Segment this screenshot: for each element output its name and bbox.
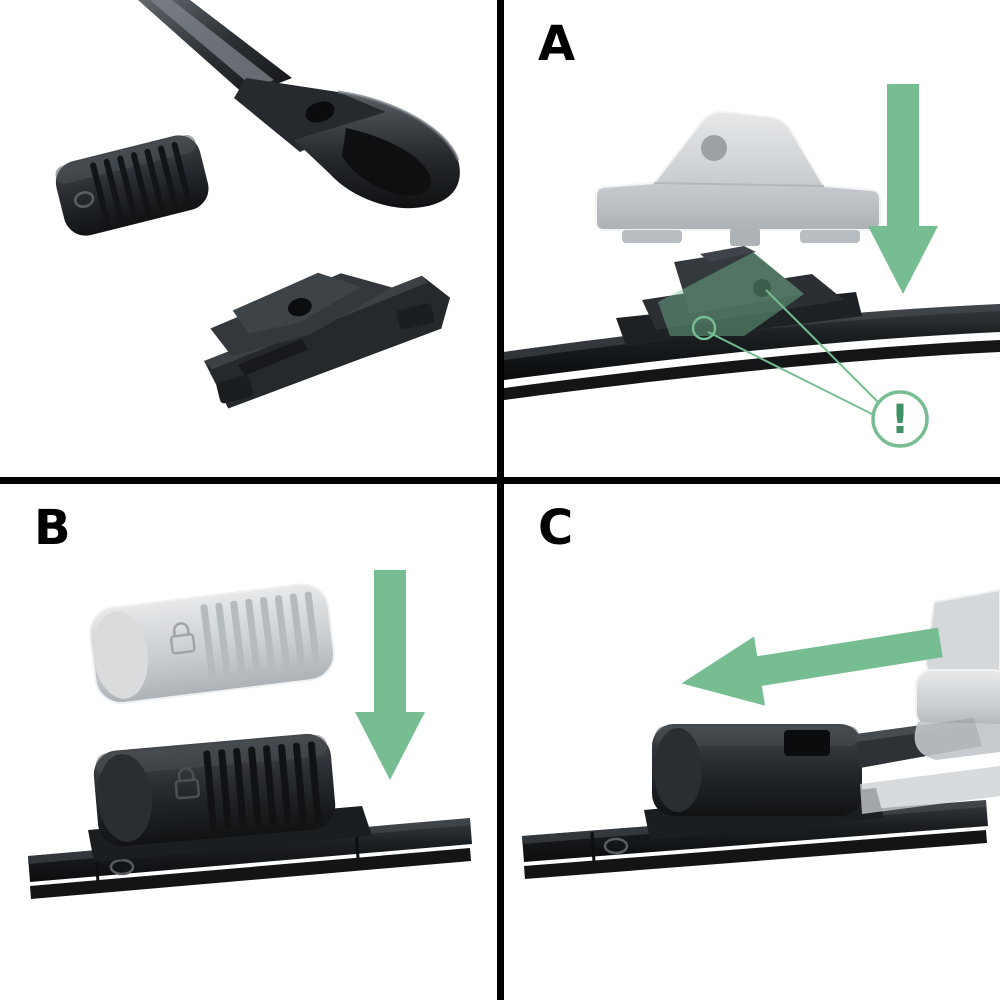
step-c-illustration <box>522 588 1000 879</box>
warning-mark: ! <box>891 397 909 443</box>
panel-step-c: C <box>504 484 1000 1000</box>
arrow-down-icon <box>355 570 425 780</box>
wiper-arm-hook-part <box>138 0 460 209</box>
lock-icon <box>174 767 201 800</box>
end-cap-part <box>55 135 209 236</box>
panel-step-a: A <box>504 0 1000 477</box>
horizontal-divider <box>0 477 1000 484</box>
adapter-part <box>204 272 451 409</box>
step-a-label: A <box>538 16 576 72</box>
step-a-illustration: ! <box>504 84 1000 448</box>
panel-step-b: B <box>0 484 497 1000</box>
step-b-label: B <box>34 500 71 556</box>
parts-overview-illustration <box>55 0 460 409</box>
lock-icon <box>169 622 196 655</box>
warning-icon: ! <box>871 390 929 448</box>
ghost-cap <box>89 583 335 705</box>
ghost-wiper-arm <box>860 588 1000 814</box>
ghost-adapter <box>595 110 881 246</box>
arrow-left-icon <box>681 627 943 706</box>
panel-parts-overview <box>0 0 497 477</box>
step-b-illustration <box>28 570 472 899</box>
attention-overlay <box>658 252 883 417</box>
adapter-on-blade <box>616 246 862 346</box>
wiper-blade <box>504 304 1000 400</box>
arrow-down-icon <box>868 84 938 294</box>
vertical-divider <box>497 0 504 1000</box>
cap-on-adapter <box>93 733 336 847</box>
step-c-label: C <box>538 500 574 556</box>
